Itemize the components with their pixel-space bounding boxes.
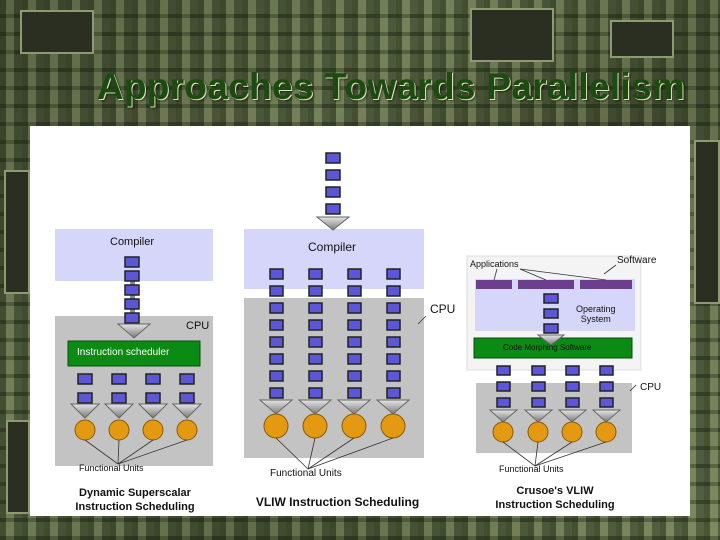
- crusoe-os-label: Operating System: [576, 304, 616, 324]
- vliw-input-instructions: [315, 152, 351, 231]
- vliw-functional-units: [263, 413, 406, 439]
- dynamic-fu-leader-lines: [84, 439, 188, 465]
- crusoe-software-label: Software: [617, 255, 657, 266]
- crusoe-diagram: [466, 255, 642, 467]
- dynamic-scheduler-label: Instruction scheduler: [77, 347, 170, 358]
- dynamic-caption-line2: Instruction Scheduling: [75, 501, 195, 513]
- crusoe-caption-line1: Crusoe's VLIW: [516, 485, 594, 497]
- dynamic-instruction-scheduler-box: [67, 340, 201, 367]
- background-chip: [470, 8, 554, 62]
- dynamic-caption-line1: Dynamic Superscalar: [79, 487, 191, 499]
- background-chip: [4, 170, 30, 294]
- background-chip: [694, 140, 720, 304]
- crusoe-os-instructions: [536, 293, 566, 346]
- background-chip: [6, 420, 30, 514]
- dynamic-compiler-label: Compiler: [110, 236, 155, 248]
- dynamic-functional-units: [74, 419, 198, 441]
- background-chip: [20, 10, 94, 54]
- vliw-issue-lanes: [258, 268, 411, 415]
- crusoe-os-label-line2: System: [580, 314, 611, 324]
- vliw-compiler-box: [244, 229, 424, 289]
- dynamic-superscalar-diagram: [55, 229, 213, 466]
- crusoe-os-label-line1: Operating: [576, 304, 616, 314]
- dynamic-functional-units-label: Functional Units: [79, 463, 144, 473]
- dynamic-caption: Dynamic Superscalar Instruction Scheduli…: [50, 486, 220, 514]
- vliw-diagram: [244, 152, 427, 470]
- diagram-graphics: [55, 152, 642, 470]
- dynamic-arrow-to-scheduler: [116, 323, 152, 339]
- crusoe-functional-units-label: Functional Units: [499, 464, 564, 474]
- vliw-fu-leader-lines: [275, 315, 427, 470]
- crusoe-caption-line2: Instruction Scheduling: [495, 499, 615, 511]
- diagram-panel: Compiler CPU Instruction scheduler Funct…: [30, 126, 690, 516]
- crusoe-applications-label: Applications: [470, 259, 519, 269]
- crusoe-issue-lanes: [488, 365, 622, 423]
- crusoe-leader-lines: [493, 264, 637, 467]
- crusoe-caption: Crusoe's VLIW Instruction Scheduling: [470, 484, 640, 512]
- vliw-functional-units-label: Functional Units: [270, 468, 342, 479]
- background-chip: [610, 20, 674, 58]
- slide-title: Approaches Towards Parallelism: [96, 66, 686, 107]
- crusoe-code-morphing-label: Code Morphing Software: [503, 343, 592, 352]
- dynamic-instruction-queue: [124, 256, 140, 324]
- vliw-caption: VLIW Instruction Scheduling: [255, 495, 420, 509]
- dynamic-cpu-label: CPU: [186, 320, 210, 332]
- dynamic-issue-lanes: [69, 373, 203, 419]
- crusoe-cpu-label: CPU: [640, 382, 662, 393]
- vliw-compiler-label: Compiler: [308, 240, 357, 254]
- vliw-cpu-label: CPU: [430, 302, 456, 316]
